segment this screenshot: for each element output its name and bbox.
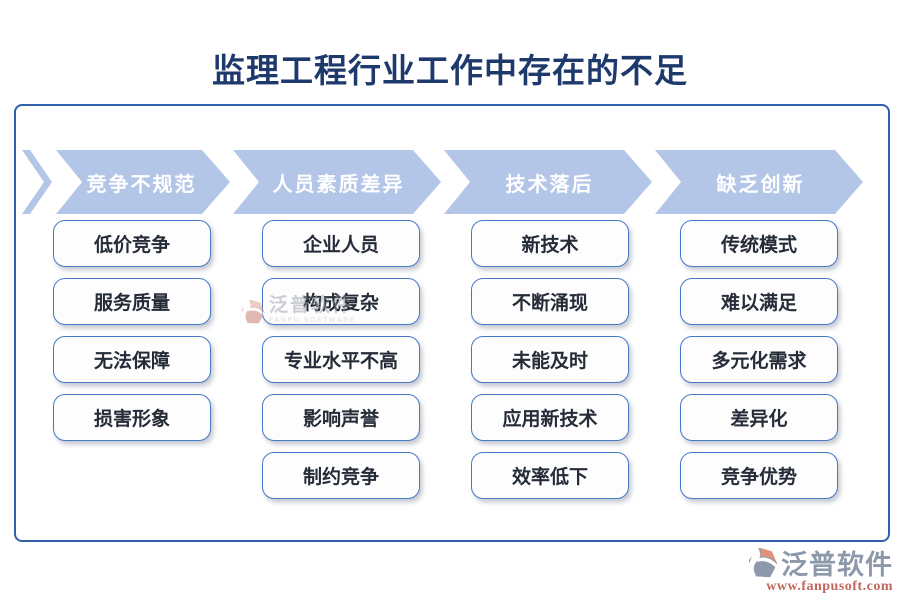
item-box: 差异化 <box>680 394 838 441</box>
stage-banner-4: 缺乏创新 <box>655 150 866 214</box>
item-box: 不断涌现 <box>471 278 629 325</box>
item-box: 构成复杂 <box>262 278 420 325</box>
stage-column-1: 低价竞争服务质量无法保障损害形象 <box>53 220 211 441</box>
item-box: 制约竞争 <box>262 452 420 499</box>
footer-website-link[interactable]: www.fanpusoft.com <box>766 579 893 594</box>
stage-column-3: 新技术不断涌现未能及时应用新技术效率低下 <box>471 220 629 499</box>
stage-banner-3: 技术落后 <box>444 150 655 214</box>
item-box: 效率低下 <box>471 452 629 499</box>
chevron-arrow-shape <box>444 150 652 214</box>
watermark-brand: 泛普软件 <box>269 295 354 316</box>
item-box: 多元化需求 <box>680 336 838 383</box>
item-box: 损害形象 <box>53 394 211 441</box>
item-box: 新技术 <box>471 220 629 267</box>
stage-column-4: 传统模式难以满足多元化需求差异化竞争优势 <box>680 220 838 499</box>
stage-banner-label: 人员素质差异 <box>272 173 405 196</box>
stage-column-2: 企业人员构成复杂专业水平不高影响声誉制约竞争 <box>262 220 420 499</box>
item-box: 无法保障 <box>53 336 211 383</box>
item-box: 应用新技术 <box>471 394 629 441</box>
stage-banner-label: 竞争不规范 <box>86 173 197 196</box>
footer-logo: 泛普软件 www.fanpusoft.com <box>747 543 893 595</box>
item-box: 低价竞争 <box>53 220 211 267</box>
stage-banner-2: 人员素质差异 <box>233 150 444 214</box>
item-box: 服务质量 <box>53 278 211 325</box>
stage-banner-label: 技术落后 <box>505 173 594 196</box>
item-box: 传统模式 <box>680 220 838 267</box>
item-box: 竞争优势 <box>680 452 838 499</box>
watermark: 泛普软件 FANPU SOFTWARE <box>240 295 356 325</box>
item-box: 专业水平不高 <box>262 336 420 383</box>
chevron-arrow-shape <box>233 150 441 214</box>
fanpu-logo-icon <box>748 546 778 578</box>
chevron-arrow-shape <box>22 150 230 214</box>
item-box: 难以满足 <box>680 278 838 325</box>
footer-brand: 泛普软件 <box>781 550 893 580</box>
stage-banner-1: 竞争不规范 <box>22 150 233 214</box>
item-box: 企业人员 <box>262 220 420 267</box>
item-box: 未能及时 <box>471 336 629 383</box>
chevron-arrow-shape <box>655 150 863 214</box>
watermark-text: 泛普软件 FANPU SOFTWARE <box>269 295 356 324</box>
stage-banner-label: 缺乏创新 <box>716 173 805 196</box>
fanpu-logo-icon <box>241 299 265 325</box>
item-box: 影响声誉 <box>262 394 420 441</box>
diagram-container: 竞争不规范人员素质差异技术落后缺乏创新 低价竞争服务质量无法保障损害形象企业人员… <box>14 104 890 542</box>
watermark-subtitle: FANPU SOFTWARE <box>269 317 357 324</box>
page-title: 监理工程行业工作中存在的不足 <box>212 52 688 89</box>
footer-logo-top: 泛普软件 <box>747 543 893 582</box>
